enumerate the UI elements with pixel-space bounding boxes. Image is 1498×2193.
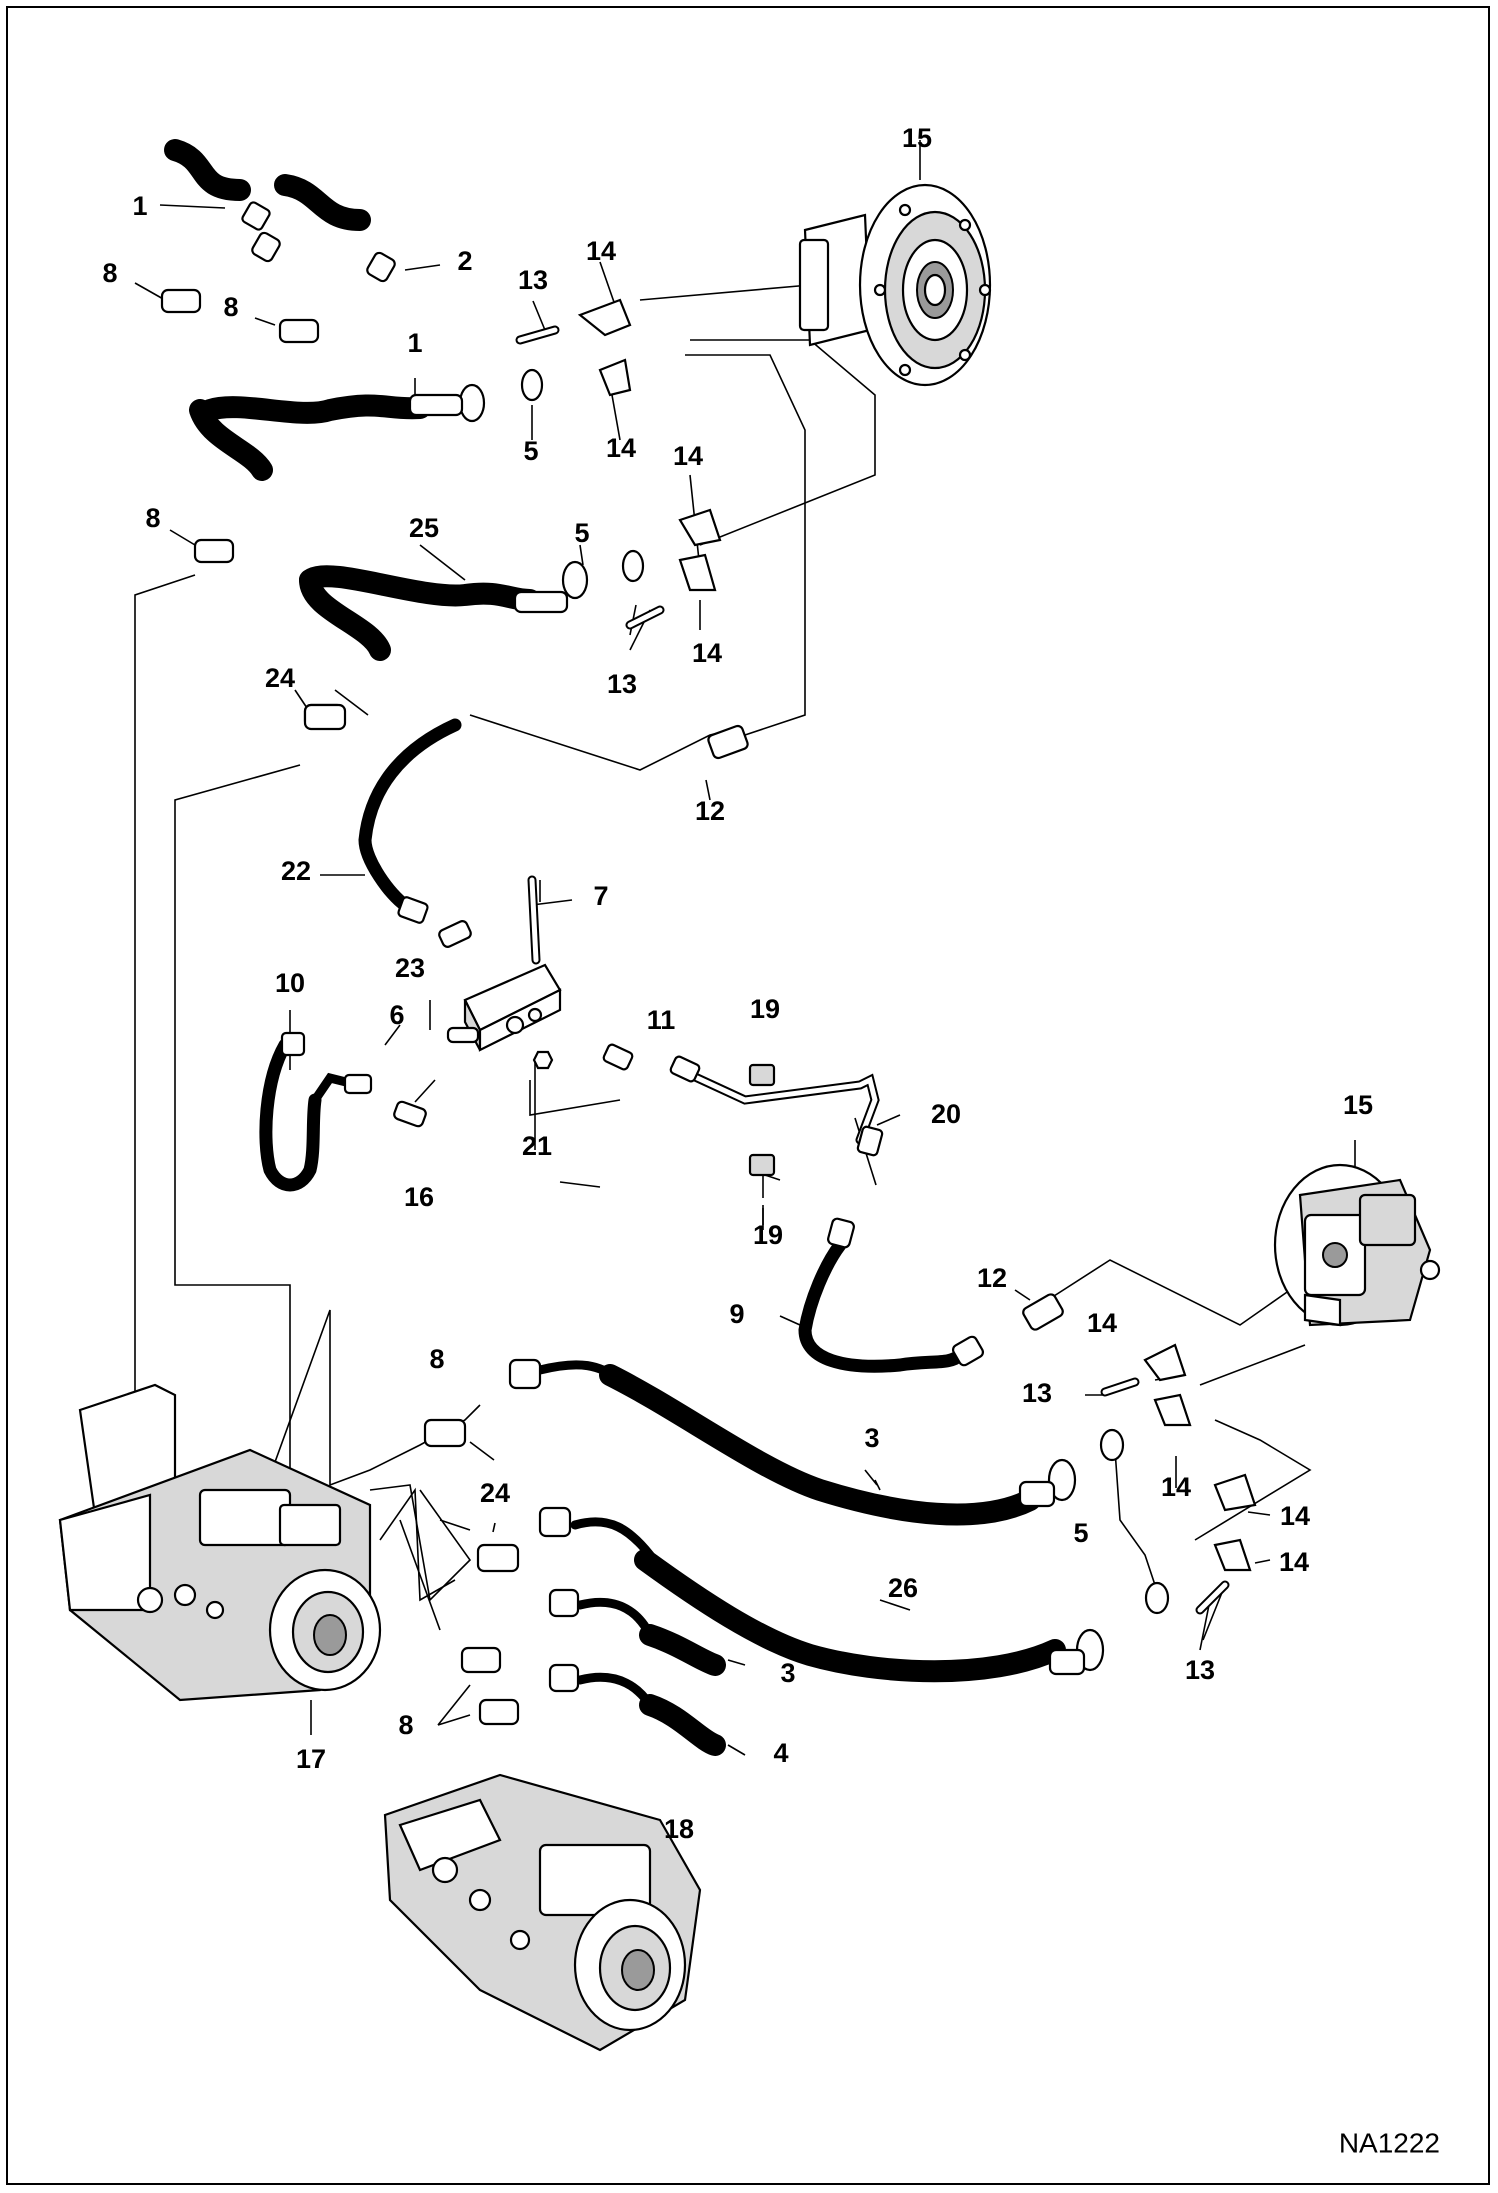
hose-1-top — [164, 139, 251, 201]
callout-8: 8 — [145, 503, 160, 533]
callout-12: 12 — [695, 796, 725, 826]
callout-5: 5 — [1073, 1518, 1088, 1548]
callout-15: 15 — [1343, 1090, 1373, 1120]
callout-14: 14 — [1279, 1547, 1309, 1577]
callout-12: 12 — [977, 1263, 1007, 1293]
fittings — [160, 201, 1257, 1726]
callout-13: 13 — [607, 669, 637, 699]
callout-18: 18 — [664, 1814, 694, 1844]
callout-5: 5 — [574, 518, 589, 548]
callout-13: 13 — [518, 265, 548, 295]
callout-17: 17 — [296, 1744, 326, 1774]
callout-8: 8 — [102, 258, 117, 288]
hose-3 — [599, 1364, 1041, 1526]
hose-25-end — [299, 569, 391, 661]
pump-alternate — [383, 1773, 702, 2052]
callout-7: 7 — [593, 881, 608, 911]
callout-19: 19 — [753, 1220, 783, 1250]
callout-14: 14 — [692, 638, 722, 668]
callout-20: 20 — [931, 1099, 961, 1129]
callout-11: 11 — [647, 1005, 676, 1035]
hose-10 — [259, 1038, 322, 1192]
callout-19: 19 — [750, 994, 780, 1024]
drive-motor-lower — [1273, 1163, 1441, 1327]
callout-14: 14 — [673, 441, 703, 471]
hose-3-lower — [639, 1624, 726, 1676]
callout-10: 10 — [275, 968, 305, 998]
callout-24: 24 — [480, 1478, 510, 1508]
callout-15: 15 — [902, 123, 932, 153]
callout-labels: 1 2 8 8 13 14 15 1 5 14 14 8 25 5 14 13 … — [102, 123, 1373, 1844]
hose-1-mid — [199, 394, 431, 424]
hose-25 — [299, 565, 541, 611]
hose-2-top — [274, 174, 371, 231]
callout-8: 8 — [223, 292, 238, 322]
callout-4: 4 — [773, 1738, 788, 1768]
callout-14: 14 — [1280, 1501, 1310, 1531]
hose-26 — [634, 1549, 1066, 1683]
hose-9 — [798, 1238, 967, 1373]
callout-21: 21 — [522, 1131, 552, 1161]
callout-1: 1 — [407, 328, 422, 358]
hose-22 — [358, 718, 462, 912]
callout-14: 14 — [606, 433, 636, 463]
callout-22: 22 — [281, 856, 311, 886]
drawing-id: NA1222 — [1339, 2127, 1440, 2158]
hoses — [164, 139, 1066, 1756]
callout-24: 24 — [265, 663, 295, 693]
hose-1-mid-end — [189, 399, 273, 481]
diagram-border — [6, 6, 1490, 2185]
callout-9: 9 — [729, 1299, 744, 1329]
callout-3: 3 — [864, 1423, 879, 1453]
callout-13: 13 — [1022, 1378, 1052, 1408]
drive-motor-top — [798, 183, 992, 387]
callout-14: 14 — [1161, 1472, 1191, 1502]
hose-4-lower — [639, 1694, 726, 1756]
callout-3: 3 — [780, 1658, 795, 1688]
callout-14: 14 — [586, 236, 616, 266]
callout-26: 26 — [888, 1573, 918, 1603]
callout-5: 5 — [523, 436, 538, 466]
callout-16: 16 — [404, 1182, 434, 1212]
callout-25: 25 — [409, 513, 439, 543]
pump-assembly — [58, 1383, 382, 1702]
callout-23: 23 — [395, 953, 425, 983]
callout-8: 8 — [429, 1344, 444, 1374]
callout-8: 8 — [398, 1710, 413, 1740]
callout-13: 13 — [1185, 1655, 1215, 1685]
callout-6: 6 — [389, 1000, 404, 1030]
callout-2: 2 — [457, 246, 472, 276]
callout-1: 1 — [132, 191, 147, 221]
callout-14: 14 — [1087, 1308, 1117, 1338]
